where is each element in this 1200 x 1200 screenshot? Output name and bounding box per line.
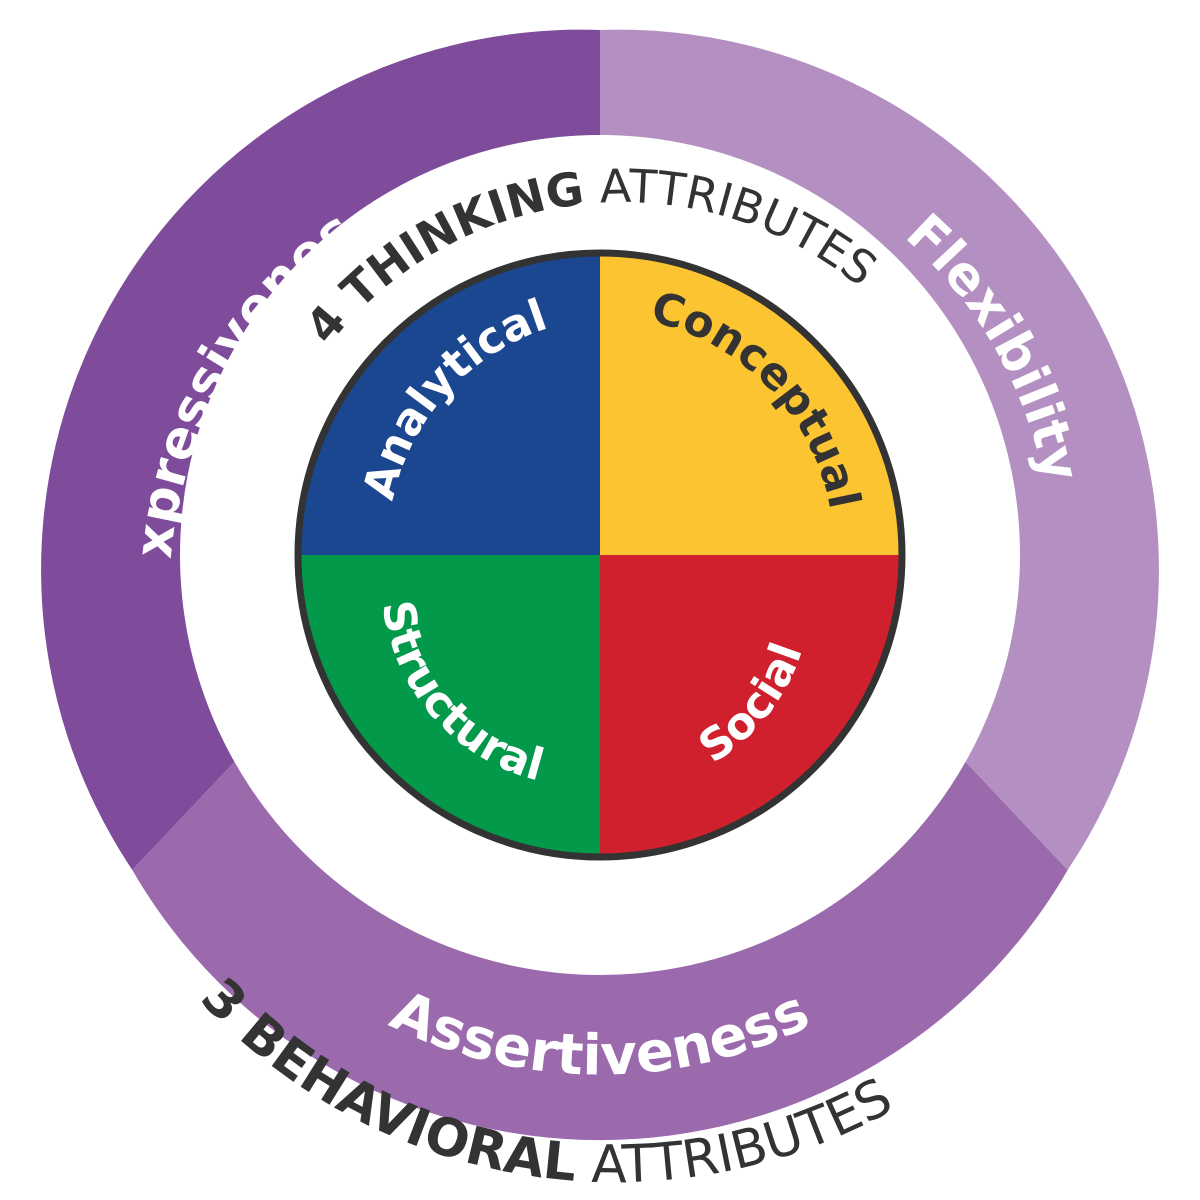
quadrant-social	[600, 555, 900, 855]
quadrant-structural	[300, 555, 600, 855]
quadrant-analytical	[300, 255, 600, 555]
ring-segment-assertiveness	[132, 760, 1068, 1141]
thinking-circle-outline	[294, 249, 906, 861]
ring-segment-expressiveness	[41, 29, 600, 871]
quadrant-conceptual	[600, 255, 900, 555]
ring-segment-flexibility	[600, 29, 1159, 871]
